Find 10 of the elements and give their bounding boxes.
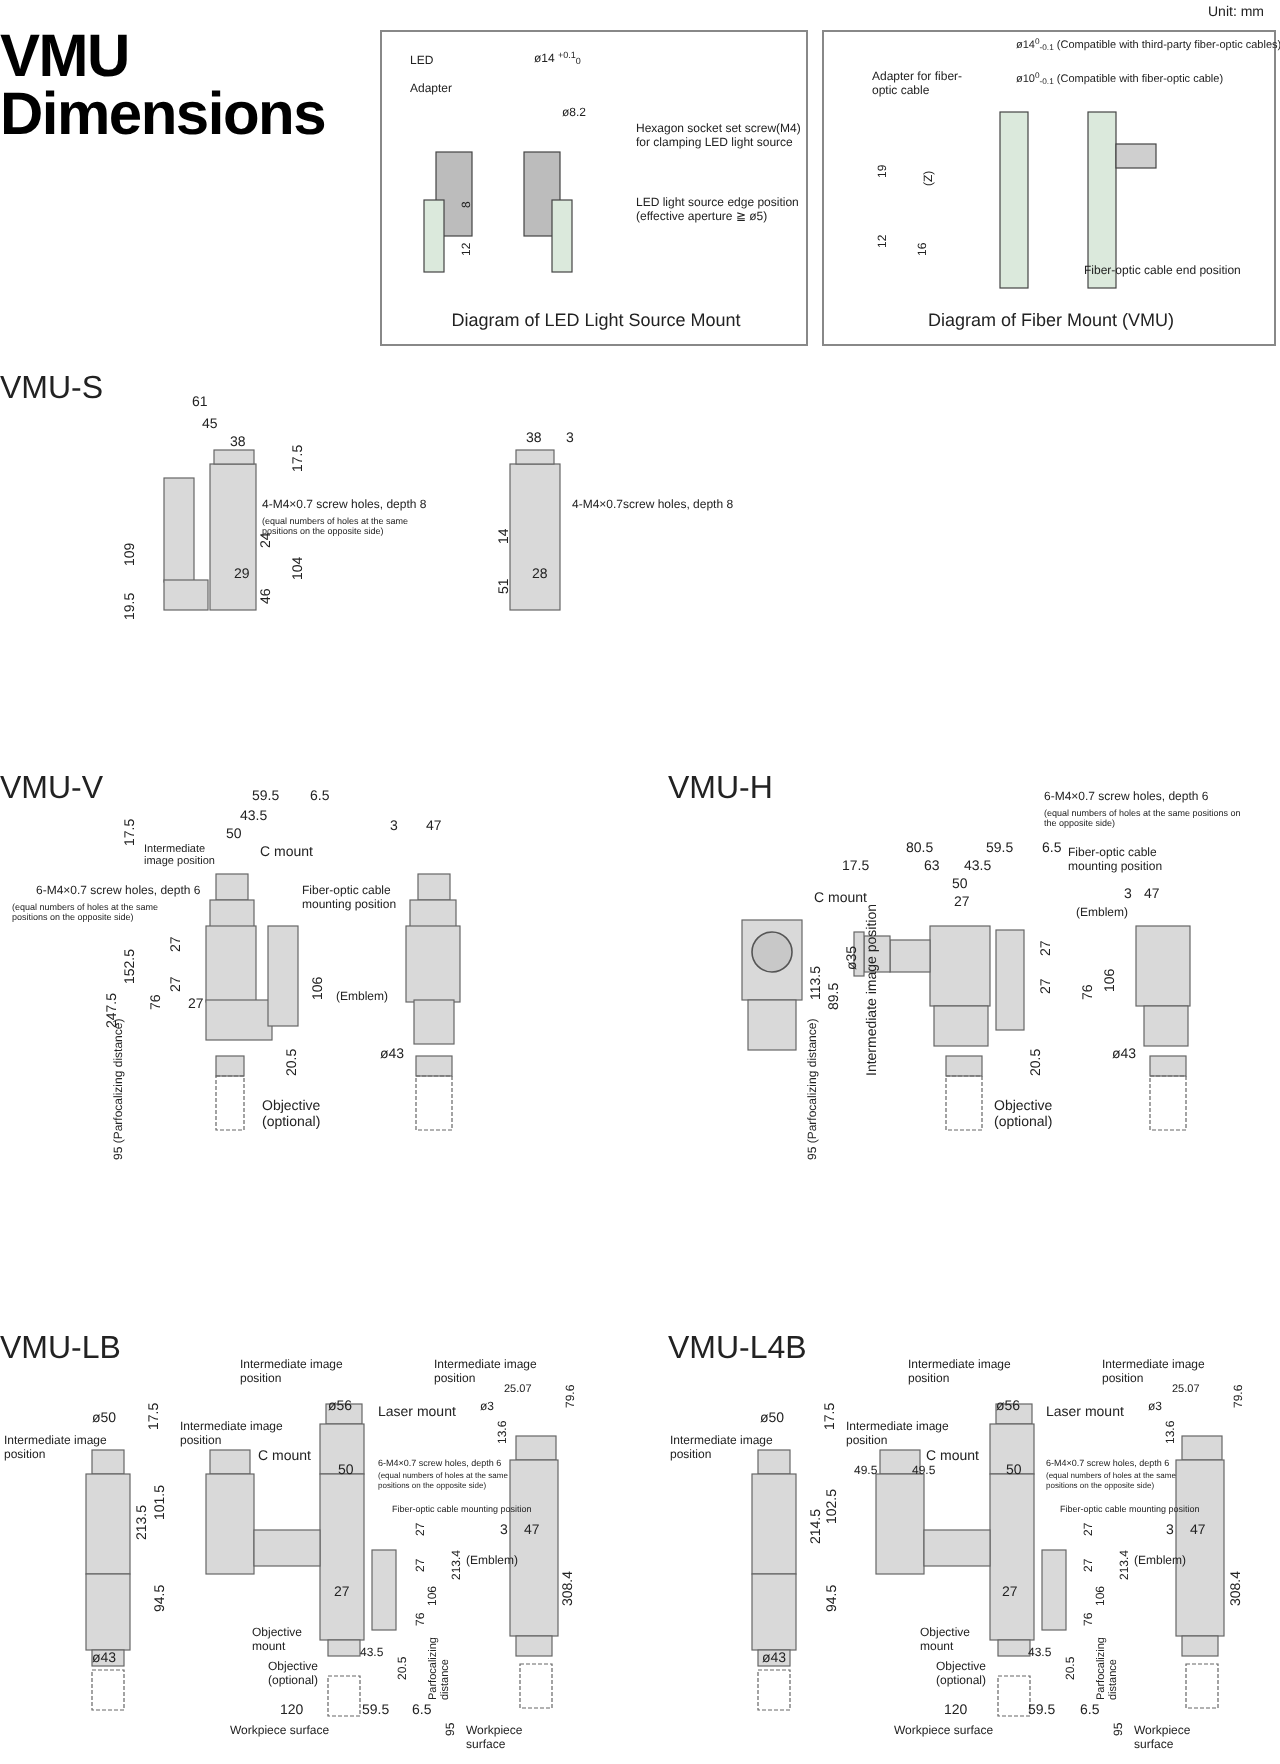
figure-panel [380, 30, 808, 346]
section-heading: VMU-S [0, 372, 104, 409]
section-heading: VMU-V [0, 772, 104, 809]
section-heading: VMU-H [668, 772, 773, 809]
section-heading: VMU-L4B [668, 1332, 807, 1369]
figure-caption: Diagram of Fiber Mount (VMU) [925, 310, 1177, 331]
figure-panel [822, 30, 1276, 346]
page-title: VMU Dimensions [0, 28, 328, 144]
section-heading: VMU-LB [0, 1332, 121, 1369]
figure-caption: Diagram of LED Light Source Mount [449, 310, 743, 331]
